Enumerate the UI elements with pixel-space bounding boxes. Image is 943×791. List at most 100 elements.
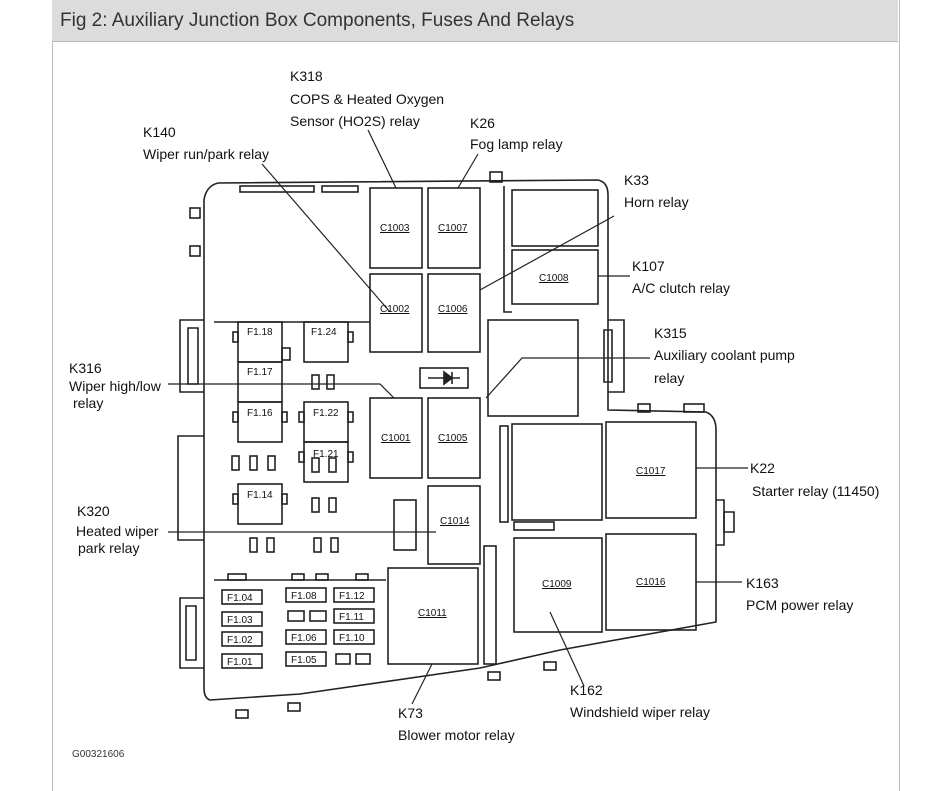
relay-k22-left (511, 423, 603, 521)
code-c1014: C1014 (440, 516, 470, 527)
label-k318-code: K318 (290, 68, 323, 84)
relay-c1017 (605, 421, 697, 519)
code-c1017: C1017 (636, 466, 666, 477)
diode-box (419, 367, 469, 389)
fuse-label-f116: F1.16 (247, 408, 273, 419)
bottom-stud-2 (287, 702, 301, 712)
code-c1008: C1008 (539, 273, 569, 284)
fuse-f121 (303, 441, 349, 483)
box-outline (203, 179, 717, 701)
top-slot-3 (489, 171, 503, 183)
label-k140-line1: Wiper run/park relay (143, 146, 269, 162)
fuse-label-f110: F1.10 (339, 633, 365, 644)
code-c1003: C1003 (380, 223, 410, 234)
label-k163-line1: PCM power relay (746, 597, 853, 613)
label-k318-line1: COPS & Heated Oxygen (290, 91, 444, 107)
bottom-stud-3 (487, 671, 501, 681)
fuse-label-f112: F1.12 (339, 591, 365, 602)
label-k26-line1: Fog lamp relay (470, 136, 563, 152)
fuse-label-f104: F1.04 (227, 593, 253, 604)
leader-k73 (411, 663, 433, 705)
figure-title: Fig 2: Auxiliary Junction Box Components… (60, 10, 575, 31)
label-k33-line1: Horn relay (624, 194, 689, 210)
label-k316-line2: relay (73, 395, 103, 411)
relay-c1001 (369, 397, 423, 479)
divider-slot-1 (483, 545, 497, 665)
fuse-f103 (221, 611, 263, 627)
relay-c1011 (387, 567, 479, 665)
fuse-label-f101: F1.01 (227, 657, 253, 668)
label-k140-code: K140 (143, 124, 176, 140)
top-slot-2 (321, 185, 359, 193)
figure-code: G00321606 (72, 749, 125, 760)
relay-c1009 (513, 537, 603, 633)
fuse-label-f122: F1.22 (313, 408, 339, 419)
leader-k33 (479, 215, 615, 291)
label-k33-code: K33 (624, 172, 649, 188)
fuse-f105 (285, 651, 327, 667)
left-square-1 (189, 207, 201, 219)
relay-c1007 (427, 187, 481, 269)
label-k162-code: K162 (570, 682, 603, 698)
code-c1011: C1011 (418, 608, 447, 619)
figure-frame (52, 0, 900, 791)
diode-symbol (428, 370, 460, 386)
label-k320-code: K320 (77, 503, 110, 519)
fuse-label-f105: F1.05 (291, 655, 317, 666)
label-k162-line1: Windshield wiper relay (570, 704, 710, 720)
relay-c1008 (511, 249, 599, 305)
left-tab-mid (177, 435, 204, 541)
label-k316-code: K316 (69, 360, 102, 376)
fuse-label-f111: F1.11 (339, 612, 364, 623)
leader-k318 (367, 129, 397, 189)
divider-slot-3 (513, 521, 555, 531)
left-tab-upper-inner (187, 327, 199, 385)
relay-c1002 (369, 273, 423, 353)
code-c1002: C1002 (380, 304, 410, 315)
relay-top-right-1 (511, 189, 599, 247)
code-c1001: C1001 (381, 433, 411, 444)
label-k315-code: K315 (654, 325, 687, 341)
label-k163-code: K163 (746, 575, 779, 591)
top-slot-1 (239, 185, 315, 193)
left-tab-upper (179, 319, 204, 393)
fuse-label-f117: F1.17 (247, 367, 273, 378)
code-c1009: C1009 (542, 579, 572, 590)
top-right-stud-2 (683, 403, 705, 413)
fuse-label-f103: F1.03 (227, 615, 253, 626)
label-k316-line1: Wiper high/low (69, 378, 162, 394)
label-k73-line1: Blower motor relay (398, 727, 515, 743)
fuse-label-f124: F1.24 (311, 327, 337, 338)
leader-k140 (261, 163, 391, 313)
label-k73-code: K73 (398, 705, 423, 721)
label-k107-line1: A/C clutch relay (632, 280, 730, 296)
divider-slot-2 (499, 425, 509, 523)
right-tab-upper-inner (603, 329, 613, 383)
fuse-f101 (221, 653, 263, 669)
relay-k315-block (487, 319, 579, 417)
fuse-label-f106: F1.06 (291, 633, 317, 644)
slot-c1014-left (393, 499, 417, 551)
bottom-stud-1 (235, 709, 249, 719)
fuse-f108 (285, 587, 327, 603)
relay-c1006 (427, 273, 481, 353)
fuse-f111 (333, 608, 375, 624)
code-c1005: C1005 (438, 433, 468, 444)
label-k315-line1: Auxiliary coolant pump (654, 347, 795, 363)
fuse-f112 (333, 587, 375, 603)
code-c1007: C1007 (438, 223, 468, 234)
fuse-f106 (285, 629, 327, 645)
label-k26-code: K26 (470, 115, 495, 131)
label-k22-code: K22 (750, 460, 775, 476)
relay-c1005 (427, 397, 481, 479)
label-k320-line1: Heated wiper (76, 523, 159, 539)
label-k107-code: K107 (632, 258, 665, 274)
leader-k315 (485, 357, 650, 399)
divider-vertical-1 (503, 186, 512, 313)
left-tab-lower-inner (185, 605, 197, 661)
leader-k316 (168, 383, 395, 399)
label-k315-line2: relay (654, 370, 684, 386)
leader-k162 (549, 611, 585, 687)
fuse-f102 (221, 631, 263, 647)
fuse-label-f108: F1.08 (291, 591, 317, 602)
